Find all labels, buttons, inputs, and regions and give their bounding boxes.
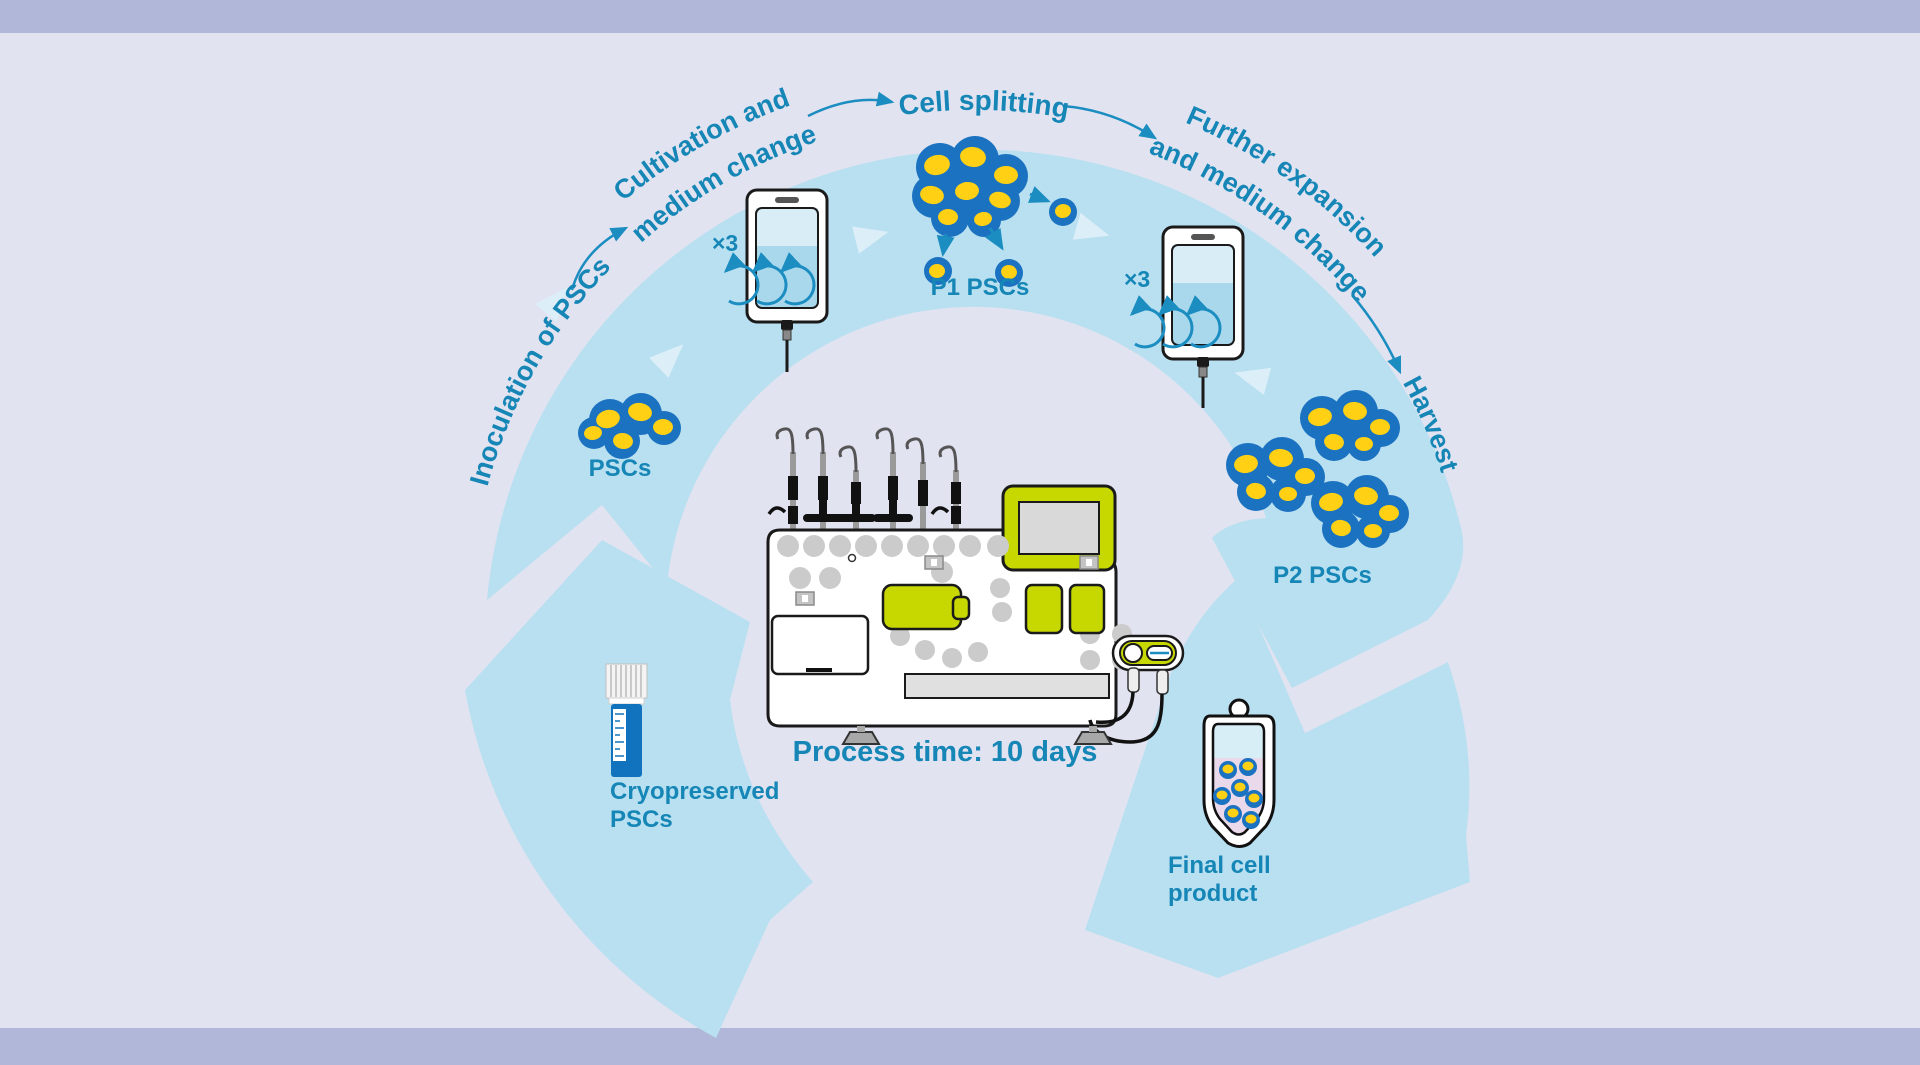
- cell-splitting-icon: [912, 136, 1077, 287]
- cryopreserved-pscs-label: Cryopreserved PSCs: [610, 778, 780, 833]
- step-arrow: [1351, 294, 1402, 375]
- final-bag-cells: [1213, 758, 1263, 829]
- machine-hook-rods: [767, 427, 961, 532]
- flow-triangle: [1234, 367, 1272, 395]
- flow-triangle: [535, 286, 568, 323]
- flow-triangle: [649, 344, 684, 378]
- step-arrow: [807, 91, 895, 118]
- multiplier-label-1: ×3: [712, 230, 739, 256]
- spiral-x3-icon-1: [723, 252, 816, 306]
- multiplier-label-2: ×3: [1124, 266, 1151, 292]
- machine-side-port: [1088, 634, 1185, 744]
- cryovial-icon: [605, 663, 648, 777]
- single-cells: [924, 198, 1077, 287]
- process-time-label: Process time: 10 days: [792, 736, 1098, 768]
- p1-pscs-label: P1 PSCs: [930, 274, 1030, 301]
- pscs-label: PSCs: [588, 455, 652, 482]
- ring-segment-inoculation-arrow: [465, 540, 813, 1038]
- p2-pscs-label: P2 PSCs: [1273, 562, 1372, 589]
- final-product-bag-icon: [1202, 698, 1276, 848]
- p2-clusters-icon: [1226, 390, 1409, 548]
- spiral-x3-icon-2: [1129, 295, 1222, 349]
- machine-ports: [777, 535, 1132, 670]
- step-arrows: [570, 91, 1402, 375]
- step-arrow: [1062, 104, 1158, 140]
- machine-screen: [1001, 484, 1117, 572]
- step-arrow: [570, 226, 629, 291]
- final-cell-product-label: Final cell product: [1168, 852, 1271, 907]
- psc-cluster-icon: [578, 393, 681, 459]
- bioreactor-machine-icon: [766, 427, 1185, 745]
- bottom-frame-bar: [0, 1028, 1920, 1065]
- step-label-splitting: Cell splitting: [897, 85, 1072, 124]
- top-frame-bar: [0, 0, 1920, 33]
- flow-triangle: [852, 226, 889, 254]
- flow-triangle: [1072, 212, 1110, 240]
- ring-segment-final-arrow: [1085, 578, 1470, 978]
